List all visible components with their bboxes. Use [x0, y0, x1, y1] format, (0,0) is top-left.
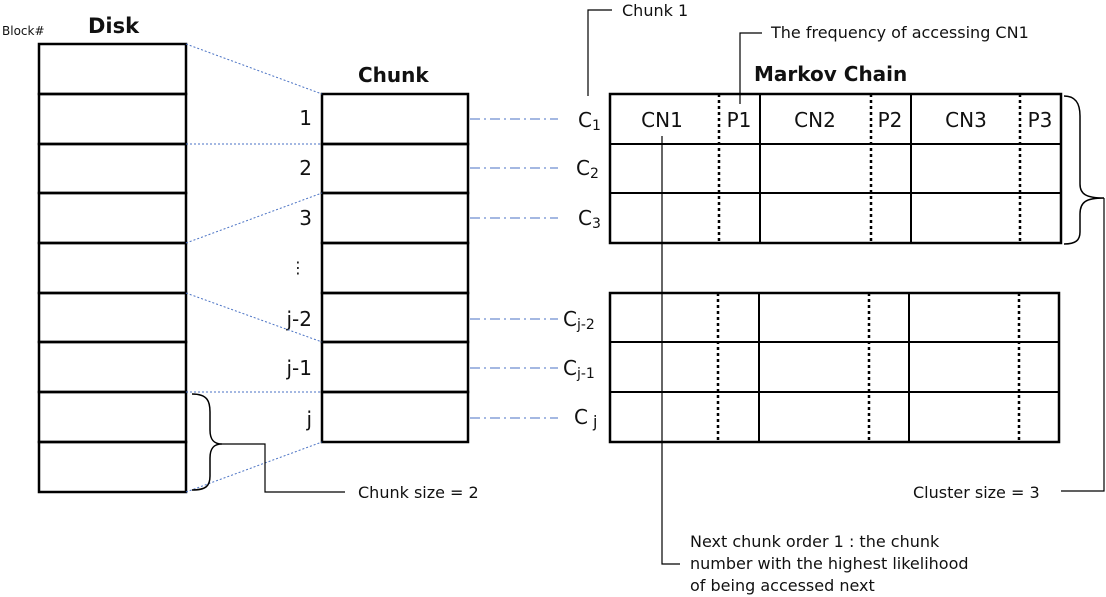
- markov-row-label: C j: [574, 405, 598, 431]
- markov-row-label: C2: [576, 156, 599, 182]
- chunk-size-leader: [222, 443, 345, 493]
- chunk-box: [320, 191, 470, 245]
- disk-blocks: [37, 42, 188, 494]
- chunk-size-label: Chunk size = 2: [358, 483, 479, 502]
- disk-block: [37, 241, 188, 295]
- chunk-markov-connectors: [470, 118, 558, 419]
- disk-block: [37, 291, 188, 344]
- markov-header-p1: P1: [727, 108, 752, 132]
- disk-title: Disk: [88, 14, 140, 38]
- chunk-box: [320, 142, 470, 195]
- frequency-leader: [739, 32, 762, 104]
- chunk-title: Chunk: [358, 63, 429, 87]
- markov-row-label: Cj-2: [563, 307, 595, 333]
- cluster-size-label: Cluster size = 3: [913, 483, 1040, 502]
- disk-block: [37, 191, 188, 245]
- disk-block: [37, 340, 188, 394]
- chunk-size-brace: [191, 393, 223, 491]
- next-chunk-label-line2: number with the highest likelihood: [690, 554, 969, 573]
- cluster-size-leader: [1061, 198, 1105, 492]
- frequency-label: The frequency of accessing CN1: [770, 23, 1029, 42]
- markov-header-cn1: CN1: [641, 108, 683, 132]
- disk-block: [37, 142, 188, 195]
- markov-row-label: C3: [578, 206, 601, 232]
- chunk-row-number: j: [305, 407, 312, 431]
- markov-row-label: C1: [578, 108, 601, 134]
- chunk1-label: Chunk 1: [622, 1, 688, 20]
- markov-chain-title: Markov Chain: [754, 62, 907, 86]
- disk-block: [37, 440, 188, 494]
- disk-block: [37, 42, 188, 96]
- next-chunk-label-line1: Next chunk order 1 : the chunk: [690, 532, 940, 551]
- next-chunk-leader: [661, 136, 680, 565]
- chunk-box: [320, 340, 470, 394]
- markov-table-top: [608, 92, 1063, 245]
- chunk-row-number: j-2: [286, 307, 313, 331]
- chunk-boxes: [320, 92, 470, 444]
- chunk1-leader: [587, 9, 612, 96]
- markov-header-cn2: CN2: [794, 108, 836, 132]
- chunk-box: [320, 241, 470, 295]
- chunk-box: [320, 291, 470, 344]
- chunk-box: [320, 390, 470, 444]
- block-number-label: Block#: [2, 24, 45, 38]
- chunk-row-number: 1: [299, 106, 312, 130]
- markov-row-label: Cj-1: [563, 356, 595, 382]
- chunk-row-number: ⋮: [290, 258, 306, 277]
- next-chunk-label-line3: of being accessed next: [690, 576, 875, 595]
- chunk-row-number: j-1: [286, 356, 313, 380]
- chunk-row-number: 2: [299, 156, 312, 180]
- markov-header-cn3: CN3: [945, 108, 987, 132]
- disk-block: [37, 92, 188, 146]
- markov-header-p2: P2: [878, 108, 903, 132]
- markov-header-p3: P3: [1028, 108, 1053, 132]
- chunk-row-number: 3: [299, 206, 312, 230]
- cluster-size-brace: [1063, 95, 1105, 245]
- markov-table-bottom: [608, 291, 1061, 444]
- disk-block: [37, 390, 188, 444]
- chunk-box: [320, 92, 470, 146]
